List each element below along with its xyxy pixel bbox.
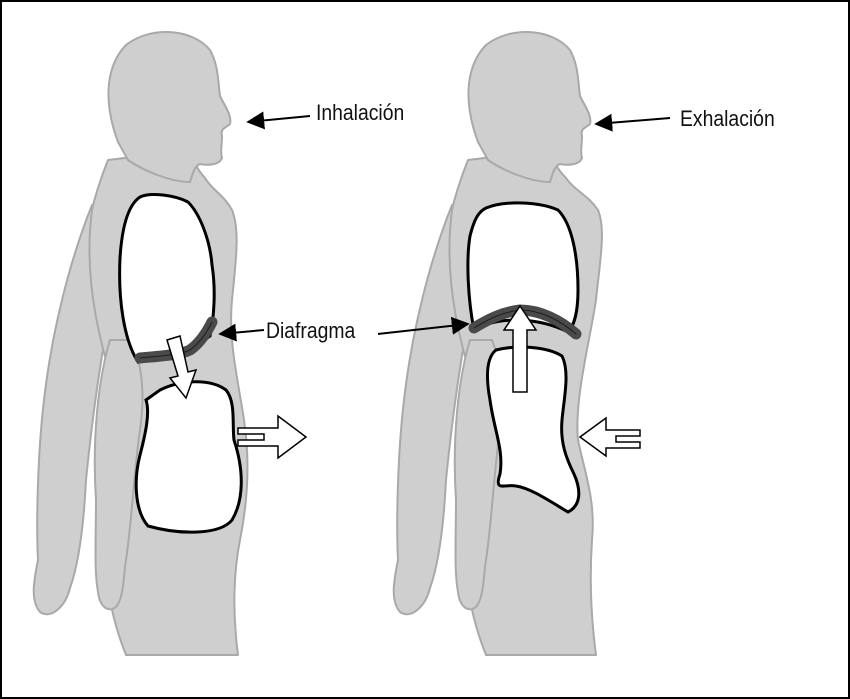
right-up-arrow: [502, 304, 538, 393]
inhalation-label: Inhalación: [316, 100, 405, 125]
left-outward-arrow: [237, 414, 308, 460]
right-abdomen: [486, 345, 581, 514]
left-down-arrow: [166, 335, 198, 400]
left-abdomen: [134, 380, 243, 534]
diaphragm-pointer-left: [218, 323, 265, 342]
inhalation-pointer: [246, 111, 311, 130]
exhalation-pointer: [594, 113, 671, 132]
right-inward-arrow: [578, 416, 641, 458]
exhalation-label: Exhalación: [680, 106, 775, 131]
diaphragm-pointer-right: [377, 316, 470, 335]
diaphragm-label: Diafragma: [266, 318, 356, 343]
